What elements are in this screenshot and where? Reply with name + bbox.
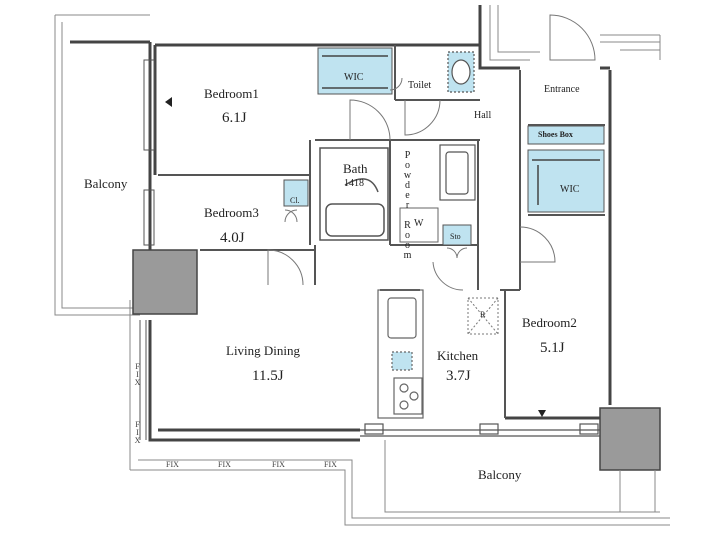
washer-label: W <box>414 218 424 229</box>
left-window <box>139 59 155 440</box>
bottom-balcony-rail <box>129 300 670 526</box>
entry-arrow-bottom <box>538 410 546 417</box>
fix-label-bottom-3: FIX <box>272 460 285 469</box>
door-swings <box>267 14 596 291</box>
kitchen-area: 3.7J <box>446 368 471 384</box>
entrance-label: Entrance <box>544 84 580 95</box>
washer-area <box>399 207 439 243</box>
living-dining-label: Living Dining <box>226 343 301 358</box>
bedroom1-area: 6.1J <box>222 110 247 126</box>
corridor-lines <box>489 5 661 61</box>
entry-arrow-left <box>165 97 172 107</box>
wic-top-closet <box>317 47 393 95</box>
balcony-left-label: Balcony <box>84 176 128 191</box>
bedroom1-label: Bedroom1 <box>204 86 259 101</box>
bedroom3-area: 4.0J <box>220 230 245 246</box>
hall-label: Hall <box>474 110 492 121</box>
kitchen-counter <box>377 289 424 419</box>
kitchen-label: Kitchen <box>437 348 479 363</box>
wic-top-label: WIC <box>344 72 364 83</box>
bathtub <box>319 147 389 241</box>
fix-label-left-upper: FIX <box>133 362 142 386</box>
fix-label-bottom-2: FIX <box>218 460 231 469</box>
closet-label: Cl. <box>290 196 300 205</box>
bath-label: Bath <box>343 161 368 176</box>
balcony-bottom-label: Balcony <box>478 467 522 482</box>
refrigerator-label: R <box>480 310 486 319</box>
bath-size: 1418 <box>344 178 364 189</box>
toilet-label: Toilet <box>408 80 432 91</box>
fix-label-left-lower: FIX <box>133 420 142 444</box>
exterior-walls <box>70 5 612 442</box>
storage-box <box>442 224 472 246</box>
bedroom2-area: 5.1J <box>540 340 565 356</box>
powder-room-label: Powder Room <box>402 150 413 260</box>
storage-label: Sto <box>450 232 461 241</box>
living-dining-area: 11.5J <box>252 368 284 384</box>
fix-label-bottom-4: FIX <box>324 460 337 469</box>
column-right <box>599 407 661 471</box>
fix-label-bottom-1: FIX <box>166 460 179 469</box>
bottom-windows <box>360 423 600 437</box>
shoes-box-cabinet <box>527 125 605 145</box>
wic-right-label: WIC <box>560 184 580 195</box>
closet-box <box>283 179 309 207</box>
column-left <box>132 249 198 315</box>
bedroom3-label: Bedroom3 <box>204 205 259 220</box>
refrigerator <box>467 297 499 335</box>
shoes-box-label: Shoes Box <box>538 130 573 139</box>
toilet-fixture <box>447 51 475 93</box>
wic-right-closet <box>527 149 605 213</box>
bedroom2-label: Bedroom2 <box>522 315 577 330</box>
left-balcony-rail <box>54 14 150 316</box>
powder-room-sink <box>439 144 476 201</box>
